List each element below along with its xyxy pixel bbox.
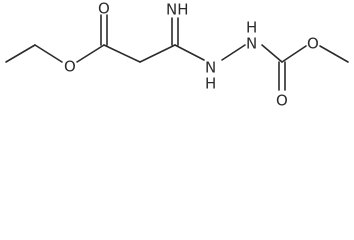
hydrazine-nitrogen-1-h-label: H xyxy=(205,75,216,93)
ethyl-ch3-ch2-bond xyxy=(5,44,36,63)
carbamate-c-o-bond xyxy=(281,45,307,63)
bond-group xyxy=(5,14,349,91)
molecule-svg: O O NH N H N H O O xyxy=(5,0,349,110)
ethyl-ch2-o-bond xyxy=(34,44,63,63)
atom-label-group: O O NH N H N H O O xyxy=(64,0,319,110)
imine-nitrogen-label: NH xyxy=(166,1,189,19)
structure-diagram: O O NH N H N H O O xyxy=(0,0,354,118)
ester-o-carbonyl-c-bond xyxy=(76,44,105,63)
hydrazine-nitrogen-1-label: N xyxy=(205,59,216,77)
hydrazine-n-n-bond xyxy=(221,44,246,61)
o-methyl-bond xyxy=(319,45,349,63)
hydrazine-nitrogen-2-label: N xyxy=(246,35,257,53)
carbonyl-c-ch2-bond xyxy=(103,44,141,63)
ester-oxygen-right-label: O xyxy=(307,35,319,53)
amidine-c-nh-bond xyxy=(174,44,205,61)
carbonyl-oxygen-right-label: O xyxy=(276,92,288,110)
ester-oxygen-left-label: O xyxy=(64,58,76,76)
hydrazine-nitrogen-2-h-label: H xyxy=(246,19,257,37)
ch2-amidine-c-bond xyxy=(139,44,176,63)
carbonyl-oxygen-left-label: O xyxy=(98,0,110,18)
nh-carbamate-c-bond xyxy=(261,44,283,63)
